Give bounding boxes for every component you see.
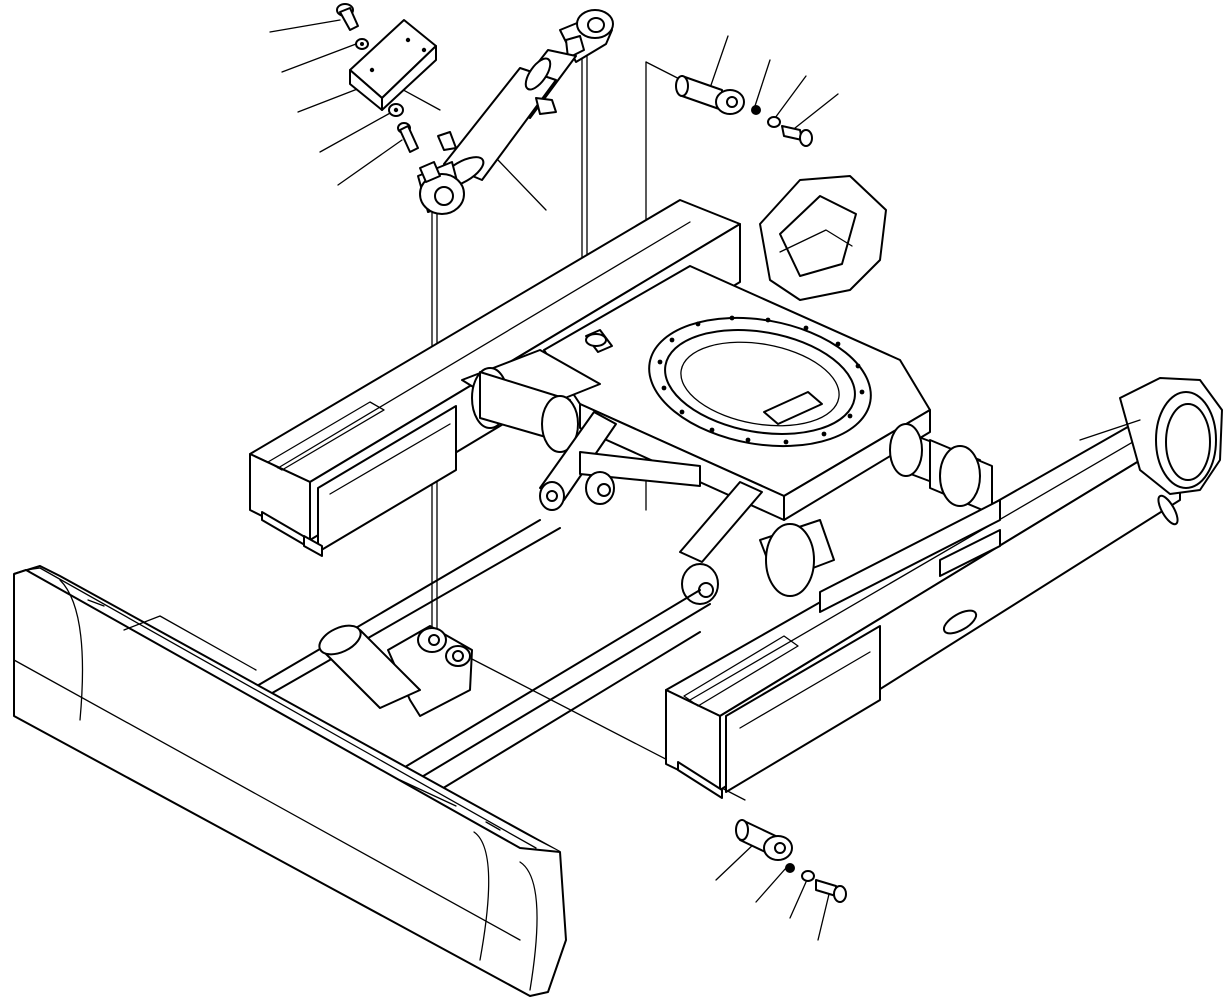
bolt-icon — [781, 125, 813, 147]
blade-cylinder — [417, 9, 614, 215]
bolt-icon — [336, 3, 359, 31]
right-track-rail — [665, 419, 1181, 799]
track-frame — [249, 175, 1223, 799]
right-drive-housing — [1079, 377, 1223, 495]
washer-icon — [355, 38, 369, 50]
pin-hardware-lower — [735, 819, 847, 903]
pin-hardware-upper — [675, 75, 813, 147]
pin-icon — [675, 75, 745, 115]
dozer-blade — [13, 565, 567, 997]
bracket-plate-icon — [349, 19, 437, 111]
blade-arm-brackets — [539, 411, 763, 605]
bolt-icon — [815, 879, 847, 903]
left-drive-housing — [759, 175, 887, 301]
cross-beams — [461, 349, 993, 597]
pin-icon — [735, 819, 793, 861]
bolt-icon — [397, 122, 419, 153]
blade-cross-pipe — [318, 624, 421, 709]
leader-lines — [269, 19, 839, 941]
center-frame — [543, 265, 931, 521]
bracket-hardware — [336, 3, 437, 153]
bolt-circle — [657, 315, 865, 445]
washer-icon — [388, 103, 404, 117]
lower-frame-rails — [249, 519, 711, 791]
